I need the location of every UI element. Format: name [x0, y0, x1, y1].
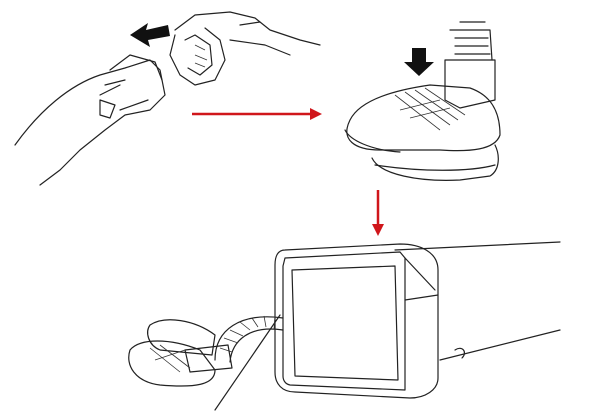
step-3-dryer-illustration [128, 241, 561, 411]
step-2-shoes-illustration [344, 21, 501, 181]
step-arrow-right-icon [192, 108, 322, 120]
step-1-hands-illustration [14, 11, 321, 186]
push-down-arrow-icon [404, 48, 434, 76]
step-arrow-down-icon [372, 190, 384, 236]
pull-out-arrow-icon [130, 23, 170, 47]
